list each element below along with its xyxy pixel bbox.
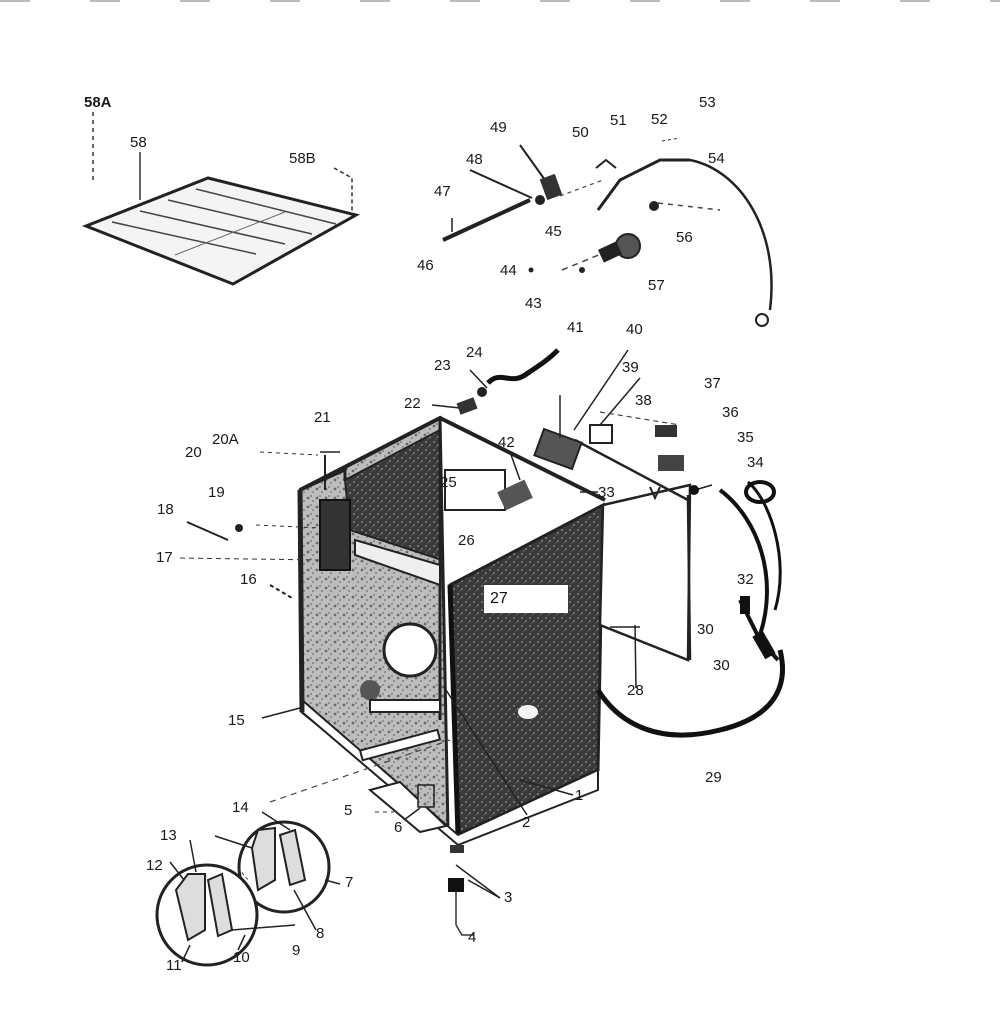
label-56: 56 <box>676 229 693 246</box>
label-37: 37 <box>704 375 721 392</box>
label-42: 42 <box>498 434 515 451</box>
label-45: 45 <box>545 223 562 240</box>
label-24: 24 <box>466 344 483 361</box>
label-14: 14 <box>232 799 249 816</box>
label-30-upper: 30 <box>697 621 714 638</box>
top-panel <box>81 112 361 286</box>
valve-assembly <box>442 137 773 327</box>
label-2: 2 <box>522 814 531 831</box>
label-47: 47 <box>434 183 451 200</box>
label-18: 18 <box>157 501 174 518</box>
label-52: 52 <box>651 111 668 128</box>
label-22: 22 <box>404 395 421 412</box>
label-8: 8 <box>316 925 325 942</box>
label-58A: 58A <box>84 94 112 111</box>
label-11: 11 <box>166 957 182 974</box>
label-40: 40 <box>626 321 643 338</box>
label-4: 4 <box>468 929 477 946</box>
label-20A: 20A <box>212 431 239 448</box>
label-36: 36 <box>722 404 739 421</box>
label-38: 38 <box>635 392 652 409</box>
label-35: 35 <box>737 429 754 446</box>
label-58B: 58B <box>289 150 316 167</box>
label-10: 10 <box>233 949 250 966</box>
label-13: 13 <box>160 827 177 844</box>
label-9: 9 <box>292 942 301 959</box>
label-6: 6 <box>394 819 403 836</box>
label-25: 25 <box>440 474 457 491</box>
label-39: 39 <box>622 359 639 376</box>
label-5: 5 <box>344 802 353 819</box>
label-28: 28 <box>627 682 644 699</box>
label-3: 3 <box>504 889 513 906</box>
label-49: 49 <box>490 119 507 136</box>
label-27: 27 <box>484 585 568 613</box>
label-43: 43 <box>525 295 542 312</box>
label-29: 29 <box>705 769 722 786</box>
label-41: 41 <box>567 319 584 336</box>
label-34: 34 <box>747 454 764 471</box>
label-53: 53 <box>699 94 716 111</box>
label-12: 12 <box>146 857 163 874</box>
label-57: 57 <box>648 277 665 294</box>
label-26: 26 <box>458 532 475 549</box>
label-30-lower: 30 <box>713 657 730 674</box>
label-58: 58 <box>130 134 147 151</box>
label-1: 1 <box>575 787 584 804</box>
label-54: 54 <box>708 150 725 167</box>
label-33: 33 <box>598 484 615 501</box>
label-17: 17 <box>156 549 173 566</box>
label-44: 44 <box>500 262 517 279</box>
label-7: 7 <box>345 874 354 891</box>
label-51: 51 <box>610 112 627 129</box>
label-16: 16 <box>240 571 257 588</box>
fill-hose <box>469 348 560 397</box>
label-19: 19 <box>208 484 225 501</box>
label-46: 46 <box>417 257 434 274</box>
label-32: 32 <box>737 571 754 588</box>
label-50: 50 <box>572 124 589 141</box>
label-15: 15 <box>228 712 245 729</box>
label-21: 21 <box>314 409 331 426</box>
label-20: 20 <box>185 444 202 461</box>
label-23: 23 <box>434 357 451 374</box>
label-48: 48 <box>466 151 483 168</box>
detail-circles <box>155 811 341 967</box>
drain-hose <box>595 480 785 738</box>
